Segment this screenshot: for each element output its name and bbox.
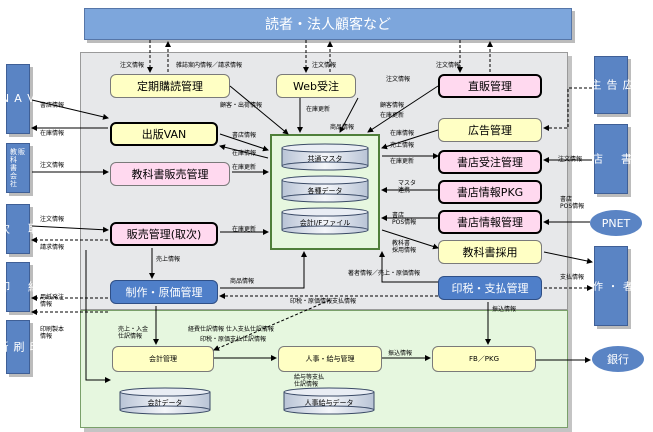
customers-banner: 読者・法人顧客など <box>84 8 572 40</box>
flow-label: 注文情報 <box>120 62 145 69</box>
flow-label: 注文情報 <box>312 62 337 69</box>
kaikei-if-file-db: 会計I/Fファイル <box>299 218 351 227</box>
flow-label: 在庫情報 <box>232 150 257 157</box>
shoten-juchu-module: 書店受注管理 <box>438 150 542 174</box>
flow-label: 用紙発注 情報 <box>40 294 65 308</box>
flow-label: 商品情報 <box>230 278 255 285</box>
flow-label: 給与等支払 仕訳情報 <box>294 374 325 388</box>
kakushu-data-db: 各種データ <box>307 186 343 195</box>
flow-label: 振込情報 <box>388 350 413 357</box>
shoten-pkg-module: 書店情報PKG <box>438 180 542 204</box>
flow-label: 経費仕訳情報 仕入支払仕訳情報 <box>188 326 274 333</box>
kyokasho-hanbai-module: 教科書販売管理 <box>110 162 230 186</box>
bank-node: 銀行 <box>592 346 644 372</box>
flow-label: 在庫更新 <box>232 164 257 171</box>
flow-label: 在庫更新 <box>232 226 257 233</box>
inzei-shiharai-module: 印税・支払管理 <box>438 276 542 300</box>
flow-label: 在庫更新 <box>306 106 331 113</box>
flow-label: 売上情報 <box>390 142 415 149</box>
koukoku-module: 広告管理 <box>438 118 542 142</box>
flow-label: 注文情報 <box>386 76 411 83</box>
flow-label: 在庫情報 <box>40 130 65 137</box>
pnet-node: PNET <box>590 210 642 236</box>
flow-label: 書店情報 <box>232 132 257 139</box>
shuppan-van-module: 出版VAN <box>110 122 218 146</box>
kyokasho-saiyo-module: 教科書採用 <box>438 240 542 264</box>
flow-label: 書店情報 <box>40 102 65 109</box>
advertiser-box: 広 告 主 <box>589 56 634 114</box>
flow-label: 支払情報 <box>560 274 585 281</box>
flow-label: 顧客・出荷情報 <box>220 102 263 109</box>
chokuhan-module: 直販管理 <box>438 74 542 98</box>
flow-label: 印税・原価支払仕訳情報 <box>200 336 267 343</box>
jinji-kyuyo-data-db: 人事給与データ <box>304 398 354 407</box>
hanbai-module: 販売管理(取次) <box>110 222 218 246</box>
kyotsu-master-db: 共通マスタ <box>307 154 343 163</box>
flow-label: 注文情報 <box>436 62 461 69</box>
teiki-koudoku-module: 定期購読管理 <box>110 74 230 98</box>
flow-label: マスタ 連携 <box>398 180 417 194</box>
jinji-kyuyo-module: 人事・給与管理 <box>278 346 382 372</box>
flow-label: 著者情報／売上・原価情報 <box>348 270 421 277</box>
flow-label: 商品情報 <box>330 124 355 131</box>
kaikei-module: 会計管理 <box>112 346 214 372</box>
flow-label: 売上情報 <box>156 256 181 263</box>
flow-label: 印税・原価情報支払情報 <box>290 298 357 305</box>
flow-label: 書店 POS情報 <box>392 212 417 226</box>
flow-label: 在庫更新 <box>390 158 415 165</box>
flow-label: 売上・入金 仕訳情報 <box>118 326 149 340</box>
flow-label: 注文情報 <box>40 216 65 223</box>
flow-label: 書店 POS情報 <box>560 196 585 210</box>
flow-label: 在庫更新 <box>380 112 405 119</box>
seisaku-genka-module: 制作・原価管理 <box>110 280 218 304</box>
flow-label: 教科書 採用情報 <box>392 240 417 254</box>
flow-label: 顧客情報 <box>380 102 405 109</box>
flow-label: 振込情報 <box>492 306 517 313</box>
shoten-joho-module: 書店情報管理 <box>438 210 542 234</box>
flow-label: 雑誌案内情報／請求情報 <box>176 62 243 69</box>
web-juchu-module: Web受注 <box>276 74 356 98</box>
flow-label: 印刷製本 情報 <box>40 326 65 340</box>
kaikei-data-db: 会計データ <box>147 398 183 407</box>
van-box: V A N <box>0 64 38 134</box>
flow-label: 在庫情報 <box>390 130 415 137</box>
kyokasho-kaisha-box: 教販 科 書 会 社 <box>6 143 30 193</box>
flow-label: 注文情報 <box>558 156 583 163</box>
flow-label: 注文情報 <box>40 162 65 169</box>
flow-label: 請求情報 <box>40 244 65 251</box>
fb-pkg-module: FB／PKG <box>432 346 536 372</box>
